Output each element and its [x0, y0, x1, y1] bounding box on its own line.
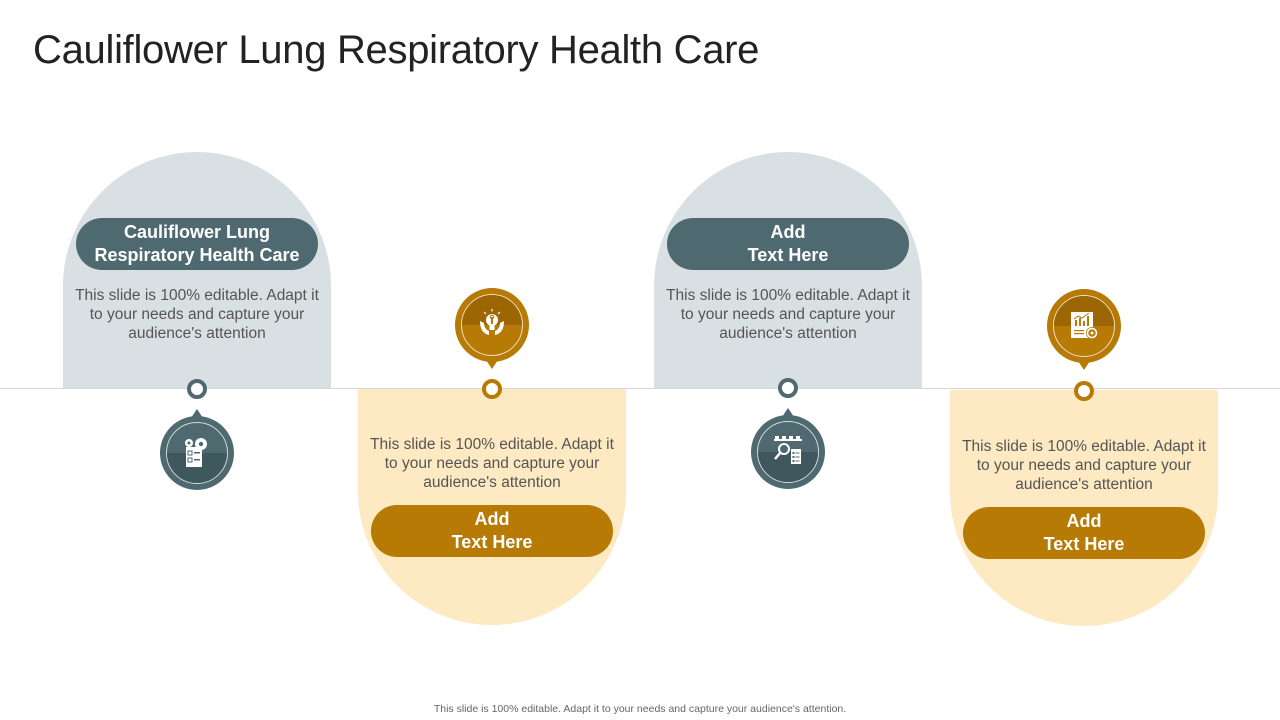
step-2-timeline-node: [482, 379, 502, 399]
lightbulb-hands-icon: [480, 309, 504, 335]
timeline-line: [0, 388, 1280, 389]
step-2-card: This slide is 100% editable. Adapt it to…: [358, 389, 626, 625]
step-3-icon-badge: [751, 408, 825, 489]
step-2-icon-badge: [455, 288, 529, 369]
step-3-description: This slide is 100% editable. Adapt it to…: [666, 287, 910, 342]
chart-report-gear-icon: [1071, 312, 1098, 339]
step-4-card: This slide is 100% editable. Adapt it to…: [950, 390, 1218, 626]
step-1-description: This slide is 100% editable. Adapt it to…: [75, 287, 319, 342]
step-4-icon-badge: [1047, 289, 1121, 370]
step-1-icon-badge: [160, 409, 234, 490]
footer-note: This slide is 100% editable. Adapt it to…: [433, 703, 847, 715]
step-3-timeline-node: [778, 378, 798, 398]
search-list-icon: [774, 436, 802, 464]
slide-title: Cauliflower Lung Respiratory Health Care: [33, 28, 760, 72]
step-1-timeline-node: [187, 379, 207, 399]
gears-checklist-icon: [185, 438, 207, 467]
step-2-description: This slide is 100% editable. Adapt it to…: [370, 436, 614, 491]
step-4-timeline-node: [1074, 381, 1094, 401]
step-4-description: This slide is 100% editable. Adapt it to…: [962, 438, 1206, 493]
